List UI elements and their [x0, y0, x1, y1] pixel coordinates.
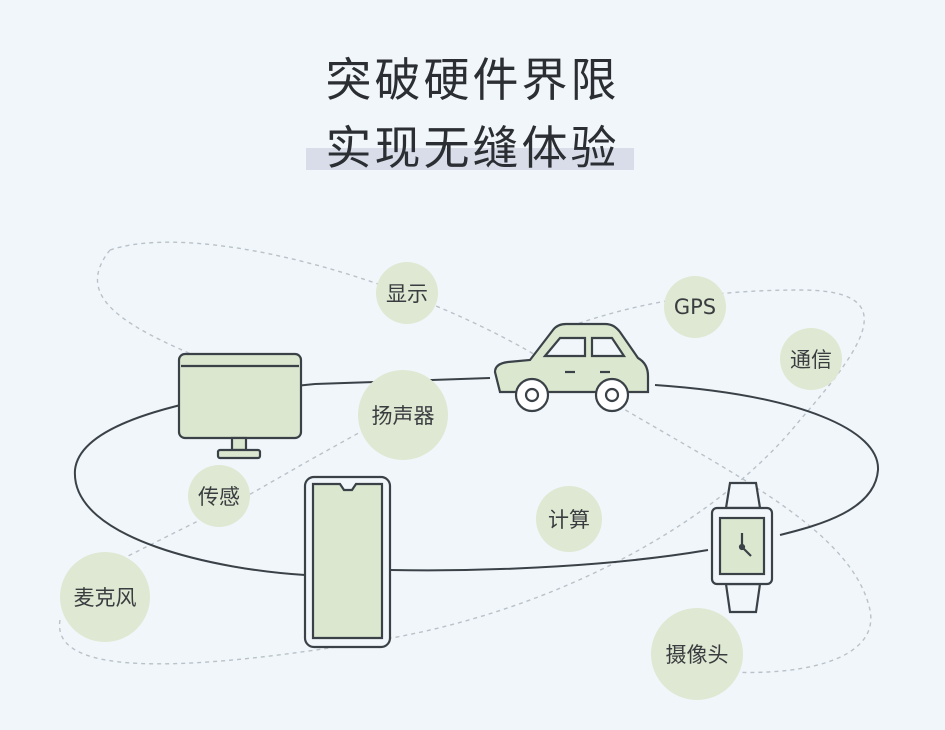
main-orbit-right: [654, 384, 880, 536]
bubble-microphone: 麦克风: [60, 552, 150, 642]
monitor-icon: [177, 352, 303, 460]
bubble-display: 显示: [376, 262, 438, 324]
dashed-orbit-3: [58, 289, 865, 665]
bubble-gps: GPS: [664, 276, 726, 338]
dashed-orbit-1: [109, 241, 872, 674]
dashed-orbit-2: [96, 249, 231, 371]
main-orbit-bottom: [389, 549, 709, 572]
bubble-camera: 摄像头: [651, 608, 743, 700]
bubble-communication: 通信: [780, 328, 842, 390]
bubble-speaker: 扬声器: [358, 370, 448, 460]
phone-icon: [303, 475, 392, 649]
heading-line-2: 实现无缝体验: [325, 121, 620, 175]
heading-line-1: 突破硬件界限: [325, 53, 620, 107]
watch-icon: [710, 481, 774, 614]
bubble-computing: 计算: [536, 486, 602, 552]
title-highlight: [306, 148, 634, 170]
bubble-sensor: 传感: [188, 465, 250, 527]
car-icon: [493, 322, 650, 413]
dashed-orbit-4: [99, 409, 401, 571]
